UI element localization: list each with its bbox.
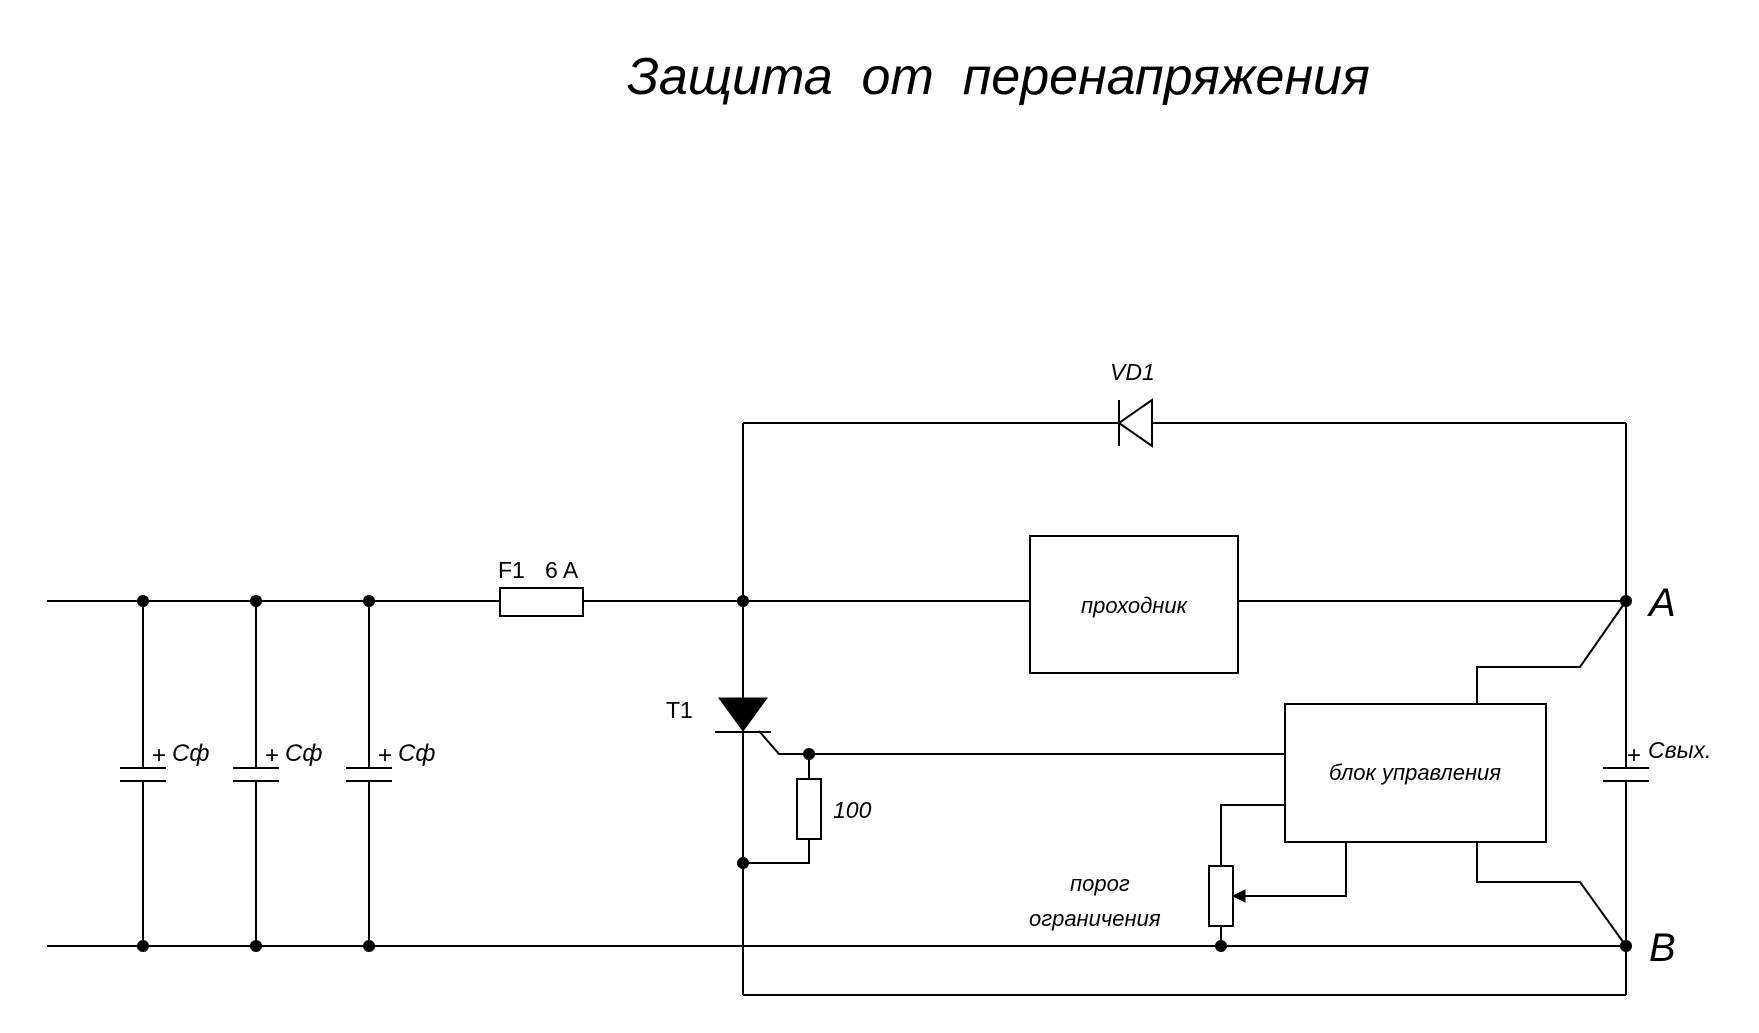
cf1-label: Сф: [172, 740, 209, 767]
diagram-title: Защита от перенапряжения: [627, 48, 1370, 106]
resistor-100: [796, 778, 822, 840]
capacitor-cout: [1603, 767, 1649, 782]
terminal-a-label: A: [1647, 581, 1676, 625]
cf2-plus: +: [265, 742, 279, 769]
resistor-100-label: 100: [833, 797, 872, 823]
pot-wiper-wire: [1243, 842, 1347, 897]
threshold-label-line2: ограничения: [1029, 906, 1161, 931]
thyristor-t1: [715, 697, 771, 733]
cout-plus: +: [1627, 742, 1641, 769]
cf3-plus: +: [378, 742, 392, 769]
resistor-bottom-wire: [743, 839, 810, 864]
pass-element-block: [1029, 535, 1239, 674]
cf1-plus: +: [152, 742, 166, 769]
capacitor-cf-1: [120, 767, 166, 782]
fuse-f1: [499, 587, 584, 617]
pass-element-label: проходник: [1081, 593, 1189, 618]
t1-gate-wire: [758, 730, 1285, 755]
threshold-label-line1: порог: [1070, 871, 1130, 896]
junction-nodes: [137, 595, 1632, 952]
cf2-label: Сф: [285, 740, 322, 767]
control-to-a-wire: [1476, 600, 1627, 704]
control-to-b-wire: [1476, 842, 1627, 947]
capacitor-cf-2: [233, 767, 279, 782]
control-block: [1284, 703, 1547, 843]
thyristor-t1-label: T1: [666, 697, 693, 723]
pot-top-wire: [1220, 804, 1285, 866]
diode-vd1-label: VD1: [1110, 359, 1155, 385]
threshold-potentiometer: [1208, 865, 1234, 927]
diode-vd1: [1117, 398, 1153, 448]
wires: [47, 422, 1627, 996]
capacitor-cf-3: [346, 767, 392, 782]
fuse-f1-rating: 6 A: [545, 557, 579, 583]
control-block-label: блок управления: [1329, 760, 1501, 785]
fuse-f1-name: F1: [498, 557, 525, 583]
pot-wiper-arrow: [1231, 889, 1246, 903]
cf3-label: Сф: [398, 740, 435, 767]
cout-label: Свых.: [1648, 737, 1711, 763]
terminal-b-label: B: [1649, 926, 1676, 970]
